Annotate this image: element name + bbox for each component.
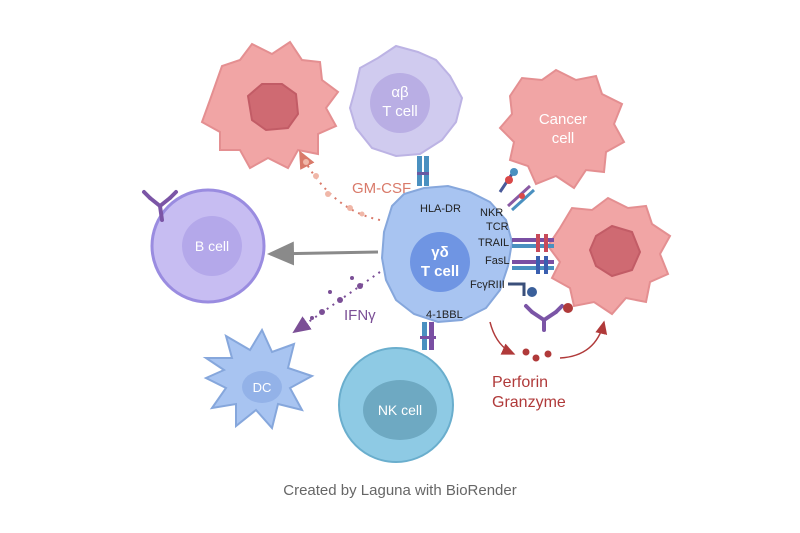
fasl-label: FasL (485, 255, 509, 267)
nk-cell-label: NK cell (378, 402, 422, 418)
ab-t-cell-nucleus (370, 73, 430, 133)
fasl-receptor-icon (512, 256, 554, 274)
b-cell: B cell (150, 188, 266, 304)
gm-csf-arrow (299, 150, 381, 221)
tcr-receptor-icon (506, 184, 536, 212)
trail-label: TRAIL (478, 237, 509, 249)
gd-t-cell-label-line1: γδ (431, 244, 448, 261)
b-cell-label: B cell (195, 238, 229, 254)
nkr-label: NKR (480, 207, 503, 219)
footer-credit: Created by Laguna with BioRender (283, 482, 517, 499)
nk-cell: NK cell (338, 347, 454, 463)
ab-t-cell-label-line1: αβ (391, 84, 409, 101)
cancer-cell-right (546, 196, 672, 316)
cancer-cell-label-line1: Cancer (539, 111, 587, 128)
fcgriii-receptor-icon (508, 282, 537, 297)
gm-csf-dots (303, 159, 365, 217)
4-1bbl-label: 4-1BBL (426, 309, 463, 321)
hla-dr-label: HLA-DR (420, 203, 461, 215)
perforin-label: Perforin (492, 374, 548, 391)
hla-dr-receptor-icon (417, 156, 429, 186)
gd-t-cell-label-line2: T cell (421, 263, 459, 280)
antigen-dot-icon (563, 303, 573, 313)
4-1bbl-receptor-icon (420, 322, 436, 350)
perforin-dots (522, 348, 552, 362)
nkr-receptor-icon (498, 168, 518, 193)
dc-label: DC (253, 380, 272, 395)
perforin-release-arrow (489, 321, 516, 355)
gm-csf-label: GM-CSF (352, 180, 411, 197)
dendritic-cell: DC (202, 327, 315, 431)
ifn-gamma-dots (310, 276, 363, 320)
ab-t-cell-label-line2: T cell (382, 103, 418, 120)
tcr-label: TCR (486, 221, 509, 233)
gd-t-cell: γδ T cell (380, 184, 514, 324)
ifn-gamma-label: IFNγ (344, 307, 376, 324)
fcgriii-label: FcγRIII (470, 279, 505, 291)
b-cell-antibody-icon (142, 190, 178, 222)
b-cell-activation-arrow (267, 241, 379, 266)
granzyme-label: Granzyme (492, 394, 566, 411)
cancer-cell-top-left (200, 40, 340, 170)
cancer-cell-top-right: Cancer cell (498, 68, 626, 190)
trail-receptor-icon (512, 234, 554, 252)
antibody-icon (524, 304, 564, 332)
ab-t-cell: αβ T cell (348, 44, 464, 158)
cancer-cell-label-line2: cell (552, 130, 575, 147)
perforin-target-arrow (559, 320, 608, 359)
